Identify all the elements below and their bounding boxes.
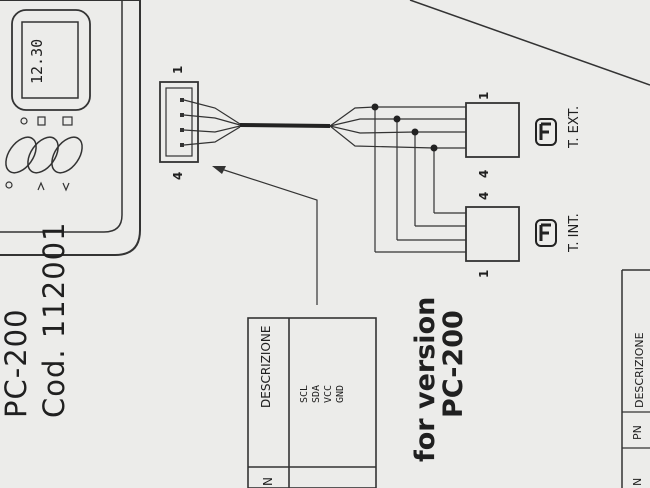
external-sensor-label: T. EXT. [567, 105, 582, 148]
lock-icon [37, 116, 46, 126]
pin-table [247, 317, 377, 488]
cable-wires [183, 99, 241, 146]
cable-fanout [329, 106, 435, 149]
mode-icon [5, 181, 13, 189]
version-note-line2: PC-200 [438, 310, 469, 418]
up-arrow-icon [37, 181, 45, 191]
pin-table-header-n: N [261, 477, 275, 486]
device-button [51, 136, 83, 174]
connector-pin [180, 128, 184, 132]
connector-pin-4-label: 4 [171, 171, 185, 180]
internal-sensor-label: T. INT. [567, 213, 582, 252]
internal-sensor-box [465, 206, 520, 262]
internal-sensor-pin-4-label: 4 [477, 191, 491, 200]
device-button [5, 136, 37, 174]
device-outline [0, 0, 141, 256]
connector-pin [180, 98, 184, 102]
pin-table-header-desc: DESCRIZIONE [259, 325, 273, 408]
device-model: PC-200 [0, 308, 33, 418]
display-time: 12.30 [28, 38, 46, 84]
device-display-screen [21, 21, 79, 99]
signal-scl: SCL [299, 384, 310, 403]
bottom-table-header-desc: DESCRIZIONE [633, 332, 646, 408]
fan-icon [62, 116, 73, 126]
junction-dots [371, 103, 438, 152]
device-display-bezel [11, 9, 91, 111]
sheet-border-line [409, 0, 650, 86]
version-note-line1: for version [410, 296, 441, 462]
bottom-table-header-pn: PN [631, 425, 644, 440]
signal-sda: SDA [311, 384, 322, 403]
down-arrow-icon [62, 182, 70, 192]
device-button [27, 136, 59, 174]
device-code: Cod. 112001 [37, 221, 71, 418]
external-sensor-box [465, 102, 520, 158]
bundled-cable [239, 123, 331, 128]
signal-vcc: VCC [323, 384, 334, 403]
thermometer-icon [535, 118, 557, 146]
external-sensor-pin-4-label: 4 [477, 169, 491, 178]
signal-gnd: GND [335, 384, 346, 403]
connector-housing [159, 81, 199, 163]
internal-sensor-pin-1-label: 1 [477, 269, 491, 278]
leader-arrow [212, 166, 318, 305]
bus-lines [374, 106, 466, 253]
external-sensor-pin-1-label: 1 [477, 91, 491, 100]
connector-pin-1-label: 1 [171, 65, 185, 74]
connector-pin [180, 113, 184, 117]
bottom-table-header-n: N [631, 477, 644, 486]
connector-pin [180, 143, 184, 147]
power-icon [20, 117, 28, 125]
thermometer-icon [535, 219, 557, 247]
